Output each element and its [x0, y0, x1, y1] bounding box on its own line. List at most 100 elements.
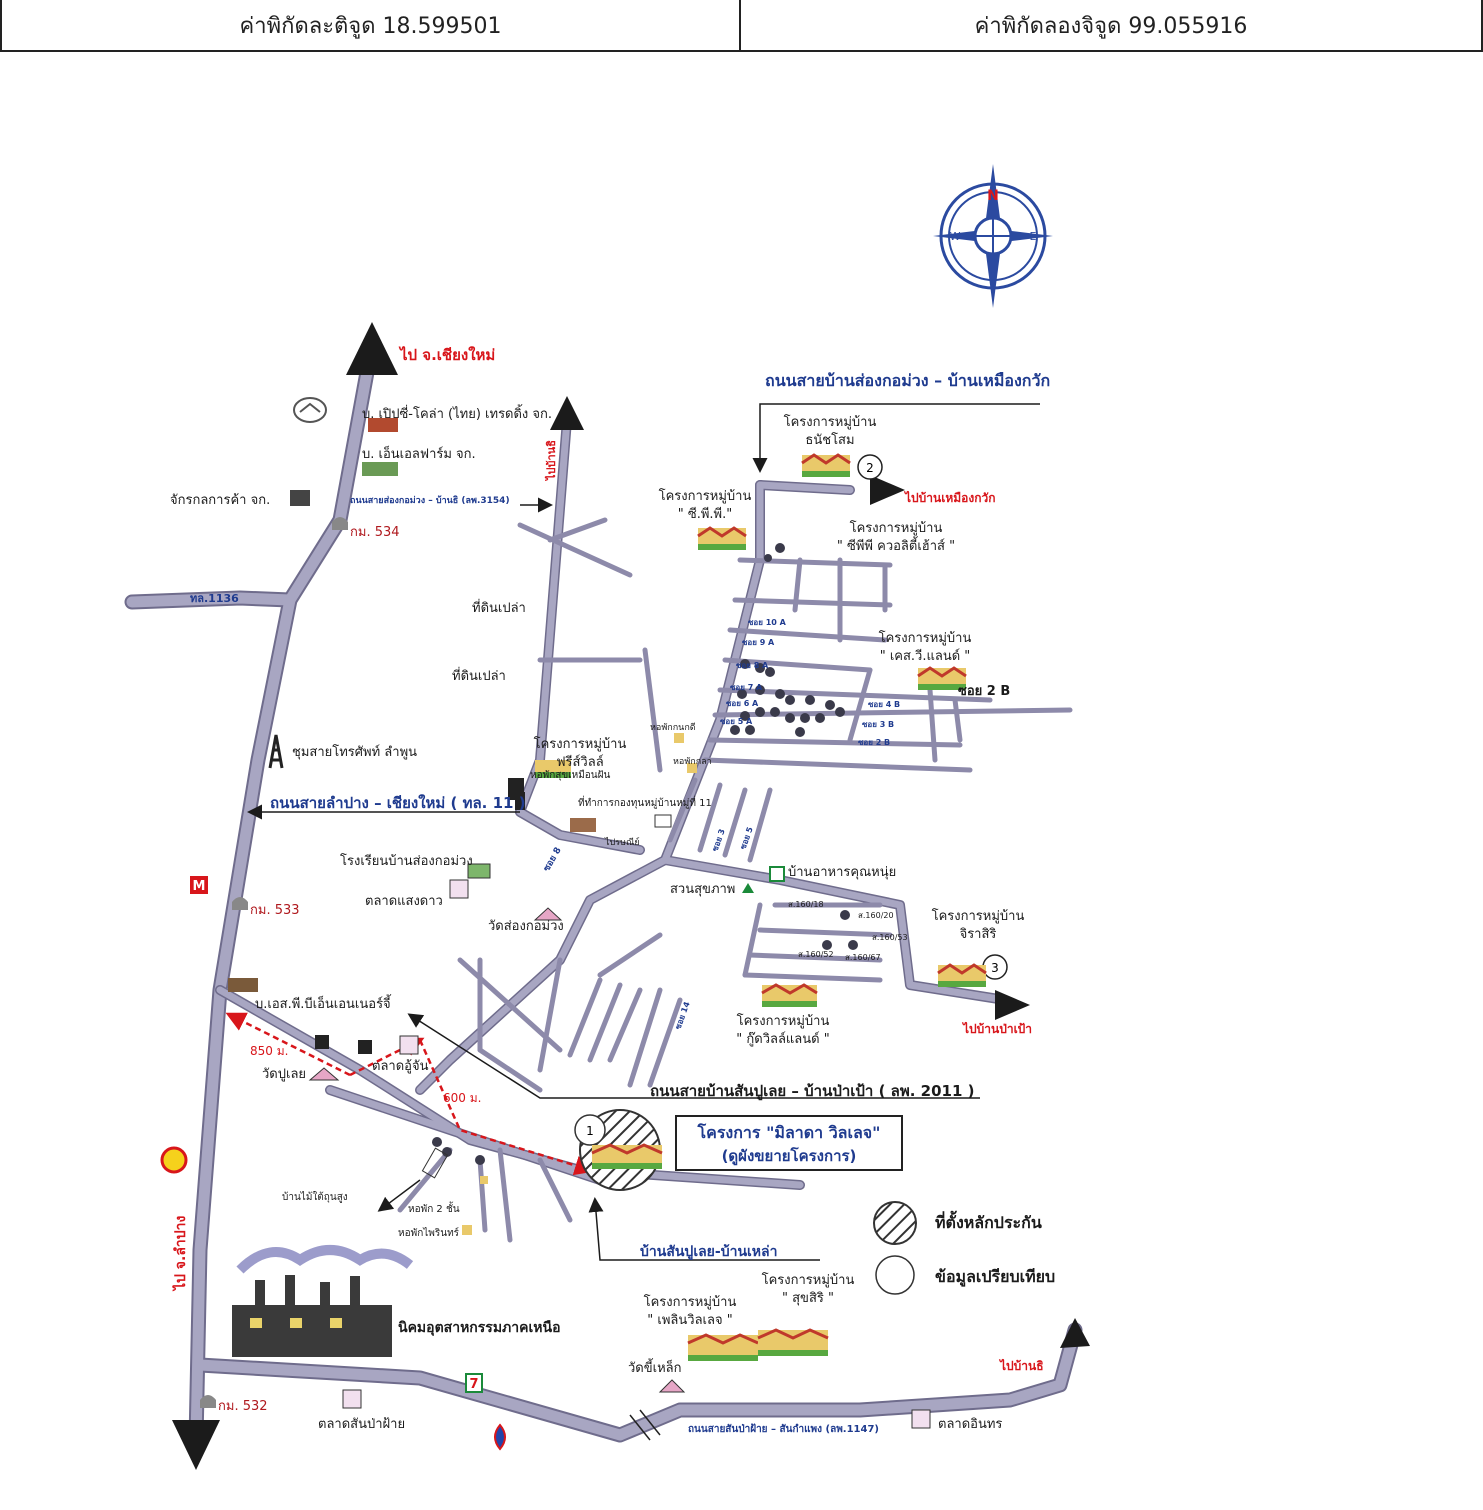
km534: กม. 534 [350, 525, 400, 540]
empty-land-2: ที่ดินเปล่า [452, 667, 506, 684]
label-line: โครงการหมู่บ้าน [659, 488, 752, 504]
road-san-pu-loei: ถนนสายบ้านสันปูเลย – บ้านป่าเป้า ( ลพ. 2… [650, 1082, 974, 1101]
dest-pao: ไปบ้านป่าเป้า [961, 1021, 1032, 1036]
coordinate-bar: ค่าพิกัดละติจูด 18.599501 ค่าพิกัดลองจิจ… [0, 0, 1483, 52]
compass-s: S [990, 270, 997, 283]
plant-icon [228, 978, 258, 992]
house-dots [432, 543, 858, 1165]
location-map: N S E W [124, 164, 1090, 1470]
legend-collateral: ที่ตั้งหลักประกัน [935, 1210, 1042, 1232]
subject-name: โครงการ "มิลาดา วิลเลจ" [697, 1122, 881, 1142]
label-line: " สุขสิริ " [782, 1291, 834, 1306]
factory-small-icon [315, 1035, 329, 1049]
place-industrial: นิคมอุตสาหกรรมภาคเหนือ [398, 1320, 561, 1336]
subject-number: 1 [586, 1124, 594, 1138]
soi-2b-b: ซอย 2 B [858, 738, 890, 747]
empty-land-1: ที่ดินเปล่า [472, 599, 526, 616]
compass-n: N [987, 188, 999, 204]
place-park: สวนสุขภาพ [670, 882, 735, 897]
project-pleinvillage: โครงการหมู่บ้าน" เพลินวิลเลจ " [644, 1294, 737, 1328]
soi-8a: ซอย 8 A [736, 661, 769, 670]
place-ban-mai: บ้านไม้ใต้ถุนสูง [282, 1191, 348, 1203]
market-icon [342, 1389, 362, 1409]
km-marker-icon [332, 517, 348, 530]
dest-muang-kwak: ไปบ้านเหมืองกวัก [903, 490, 995, 505]
place-school: โรงเรียนบ้านส่องกอม่วง [340, 853, 473, 869]
place-wat-pu-loei: วัดปูเลย [262, 1067, 306, 1082]
longitude-cell: ค่าพิกัดลองจิจูด 99.055916 [741, 0, 1483, 50]
project-goodwill: โครงการหมู่บ้าน" กู๊ดวิลล์แลนด์ " [736, 1013, 829, 1047]
dest-lampang: ไป จ.ลำปาง [171, 1215, 189, 1292]
road-thi: ถนนสายส่องกอม่วง – บ้านธิ (ลพ.3154) [350, 495, 510, 506]
place-wat-khi: วัดขี้เหล็ก [628, 1358, 681, 1376]
place-post: ไปรษณีย์ [604, 836, 640, 848]
label-line: โครงการหมู่บ้าน [762, 1272, 855, 1288]
village-office-icon [570, 818, 596, 832]
label-line: " ซีพีพี ควอลิตี้เฮ้าส์ " [837, 536, 955, 554]
label-line: ธนัชโสม [805, 432, 854, 448]
soi-10a: ซอย 10 A [748, 618, 787, 627]
temple-icon [533, 907, 563, 921]
km532: กม. 532 [218, 1399, 268, 1414]
guide-lines [247, 403, 1040, 1261]
place-machinery: จักรกลการค้า จก. [170, 493, 270, 508]
soi-4b: ซอย 4 B [868, 700, 900, 709]
subject-note: (ดูผังขยายโครงการ) [722, 1146, 857, 1166]
label-line: " เคส.วี.แลนด์ " [880, 648, 971, 664]
road-san-pu-lao: บ้านสันปูเลย-บ้านเหล่า [640, 1244, 777, 1260]
label-line: โครงการหมู่บ้าน [932, 908, 1025, 924]
landmark-icons: M 7 [160, 397, 931, 1451]
industrial-estate-icon [232, 1245, 414, 1357]
label-line: ฟรีส์วิลล์ [556, 754, 603, 770]
project-suksiri: โครงการหมู่บ้าน " สุขสิริ " [762, 1272, 855, 1306]
label-line: โครงการหมู่บ้าน [850, 520, 943, 536]
project-freewill: โครงการหมู่บ้านฟรีส์วิลล์ [534, 736, 627, 770]
dest-thi: ไปบ้านธิ [998, 1358, 1044, 1373]
label-line: " กู๊ดวิลล์แลนด์ " [736, 1031, 829, 1047]
place-market-in: ตลาดอินทร [938, 1417, 1002, 1432]
km533: กม. 533 [250, 903, 300, 918]
soi-7a: ซอย 7 A [730, 683, 763, 692]
project-pp-quality: โครงการหมู่บ้าน" ซีพีพี ควอลิตี้เฮ้าส์ " [837, 520, 955, 554]
km-marker-icon [232, 897, 248, 910]
temple-icon [308, 1067, 340, 1081]
house-label: ส.160/53 [872, 933, 908, 942]
soi-6a: ซอย 6 A [726, 699, 759, 708]
label-line: โครงการหมู่บ้าน [784, 414, 877, 430]
restaurant-icon [769, 866, 785, 882]
km-marker-icon [200, 1395, 216, 1408]
road-1136: ทล.1136 [190, 592, 239, 605]
distance-850: 850 ม. [250, 1044, 288, 1058]
m-sign-icon [190, 876, 208, 894]
project-labels: โครงการหมู่บ้านธนัชโสม โครงการหมู่บ้าน" … [534, 414, 1025, 1328]
school-icon [467, 863, 491, 879]
soi-8: ซอย 8 [542, 846, 564, 874]
dorm-icon [674, 733, 684, 743]
place-dorm-pai: หอพักไพรินทร์ [398, 1227, 460, 1239]
road-north: ถนนสายบ้านส่องกอม่วง – บ้านเหมืองกวัก [765, 371, 1050, 390]
place-market-san: ตลาดสันป่าฝ้าย [318, 1417, 405, 1432]
market-icon [911, 1409, 931, 1429]
place-pepsi: บ. เปิปซี่-โคล่า (ไทย) เทรดดิ้ง จก. [362, 404, 552, 422]
soi-2b: ซอย 2 B [958, 684, 1010, 699]
project-icons [535, 453, 987, 1361]
place-telephone: ชุมสายโทรศัพท์ ลำพูน [292, 744, 417, 760]
shell-logo-icon [160, 1146, 188, 1174]
building-icon [290, 490, 310, 506]
road-network [124, 334, 1083, 1448]
svg-text:M: M [193, 879, 206, 894]
label-line: โครงการหมู่บ้าน [534, 736, 627, 752]
place-energy: บ.เอส.พี.บีเอ็นเอนเนอร์จี้ [255, 994, 392, 1012]
distance-600: 600 ม. [443, 1091, 481, 1105]
place-nl-farm: บ. เอ็นเอลฟาร์ม จก. [362, 444, 476, 462]
direction-arrows [172, 322, 1090, 1470]
legend-comparison: ข้อมูลเปรียบเทียบ [935, 1267, 1055, 1288]
place-market-sang: ตลาดแสงดาว [365, 894, 443, 909]
legend-empty-circle [875, 1255, 915, 1295]
dest-chiangmai: ไป จ.เชียงใหม่ [398, 345, 495, 364]
place-dorm-ka: หอพักกลา [673, 757, 712, 767]
place-dorm-2: หอพัก 2 ชั้น [408, 1201, 460, 1215]
place-restaurant: บ้านอาหารคุณหนุ่ย [788, 865, 896, 880]
tower-icon [268, 734, 284, 769]
house-label: ส.160/52 [798, 950, 834, 959]
